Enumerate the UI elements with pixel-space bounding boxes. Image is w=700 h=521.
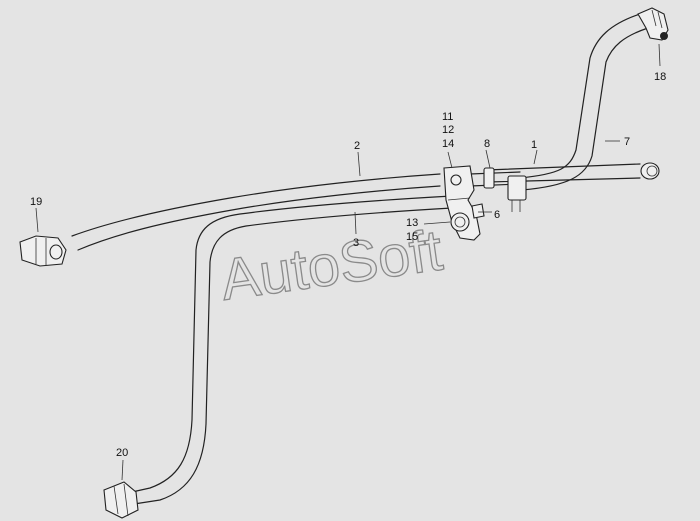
callout-6: 6	[494, 209, 500, 221]
callout-2: 2	[354, 140, 360, 152]
leader-lines	[35, 43, 661, 481]
pipe-2	[71, 173, 441, 251]
callout-15: 15	[406, 231, 418, 243]
callout-18: 18	[654, 71, 666, 83]
fitting-19	[19, 235, 67, 267]
fitting-20	[103, 481, 139, 519]
bracket-assembly	[443, 165, 481, 241]
callout-7: 7	[624, 136, 630, 148]
callout-20: 20	[116, 447, 128, 459]
elbow-fitting-18	[637, 7, 669, 41]
callout-14: 14	[442, 138, 454, 150]
callout-labels: 18 7 1 8 11 12 14 2 13 15 6 3 19 20	[30, 71, 666, 459]
callout-8: 8	[484, 138, 490, 150]
callout-11: 11	[442, 111, 453, 123]
clip-6	[471, 203, 485, 219]
pipe-7	[519, 13, 649, 191]
callout-12: 12	[442, 124, 454, 136]
pipe-3	[131, 195, 453, 505]
callout-1: 1	[531, 139, 537, 151]
callout-3: 3	[353, 237, 359, 249]
pipe-8	[469, 167, 527, 212]
callout-19: 19	[30, 196, 42, 208]
callout-13: 13	[406, 217, 418, 229]
